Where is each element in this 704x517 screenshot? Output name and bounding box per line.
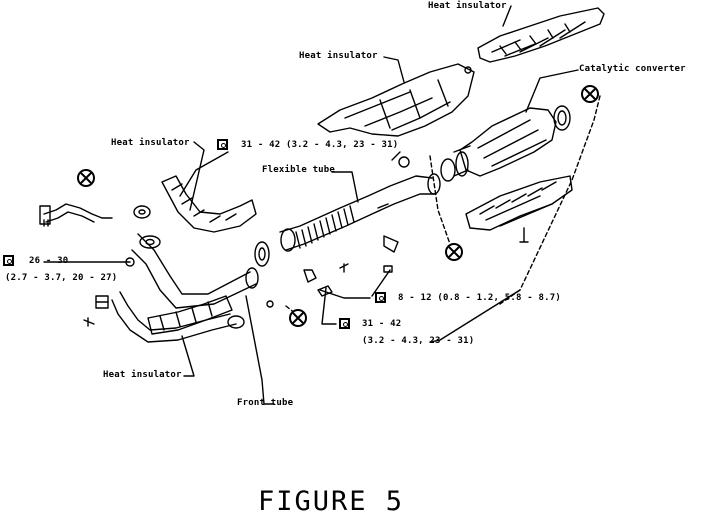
catalytic-converter-part: [453, 105, 571, 177]
dispose-icon: [445, 243, 463, 261]
dispose-icon: [77, 169, 95, 187]
torque-spec-b-line2: (2.7 - 3.7, 20 - 27): [5, 273, 118, 283]
leader-catalytic-converter: [525, 69, 579, 113]
torque-wrench-icon: [217, 139, 228, 150]
leader-torque-d: [321, 287, 337, 325]
label-heat-insulator-upper: Heat insulator: [299, 51, 378, 61]
torque-spec-a: 31 - 42 (3.2 - 4.3, 23 - 31): [241, 140, 399, 150]
label-front-tube: Front tube: [237, 398, 294, 408]
leader-heat-insulator-bottom: [181, 335, 195, 377]
leader-torque-a: [179, 151, 229, 197]
figure-caption: FIGURE 5: [258, 486, 405, 517]
torque-wrench-icon: [339, 318, 350, 329]
torque-wrench-icon: [375, 292, 386, 303]
dispose-icon: [289, 309, 307, 327]
leader-torque-a2: [391, 151, 401, 161]
front-tube-part: [111, 233, 259, 343]
heat-insulator-top-part: [477, 7, 605, 63]
heat-insulator-upper-part: [317, 63, 475, 137]
dashed-leaders: [285, 95, 601, 315]
hardware-parts: [83, 156, 410, 329]
label-heat-insulator-left: Heat insulator: [111, 138, 190, 148]
label-heat-insulator-top: Heat insulator: [428, 1, 507, 11]
dispose-icon: [581, 85, 599, 103]
heat-insulator-left-part: [161, 175, 257, 233]
leader-flexible-tube: [331, 171, 359, 203]
torque-wrench-icon: [3, 255, 14, 266]
label-catalytic-converter: Catalytic converter: [579, 64, 686, 74]
torque-spec-d-line1: 31 - 42: [362, 319, 402, 329]
leader-torque-c2: [371, 269, 391, 297]
torque-spec-c: 8 - 12 (0.8 - 1.2, 5.8 - 8.7): [398, 293, 561, 303]
torque-spec-d-line2: (3.2 - 4.3, 23 - 31): [362, 336, 475, 346]
torque-spec-b-line1: 26 - 30: [29, 256, 69, 266]
leader-heat-insulator-left: [189, 141, 205, 211]
leader-front-tube: [245, 295, 275, 405]
dispose-marks: [77, 85, 599, 327]
flexible-tube-part: [254, 158, 456, 267]
lower-heat-insulator-part: [465, 175, 573, 243]
leader-heat-insulator-upper: [383, 56, 405, 83]
label-flexible-tube: Flexible tube: [262, 165, 336, 175]
leader-torque-c: [319, 289, 371, 299]
leader-torque-d2: [429, 289, 521, 343]
label-heat-insulator-bottom: Heat insulator: [103, 370, 182, 380]
leader-heat-insulator-top: [502, 5, 512, 27]
sensor-part: [39, 203, 151, 227]
